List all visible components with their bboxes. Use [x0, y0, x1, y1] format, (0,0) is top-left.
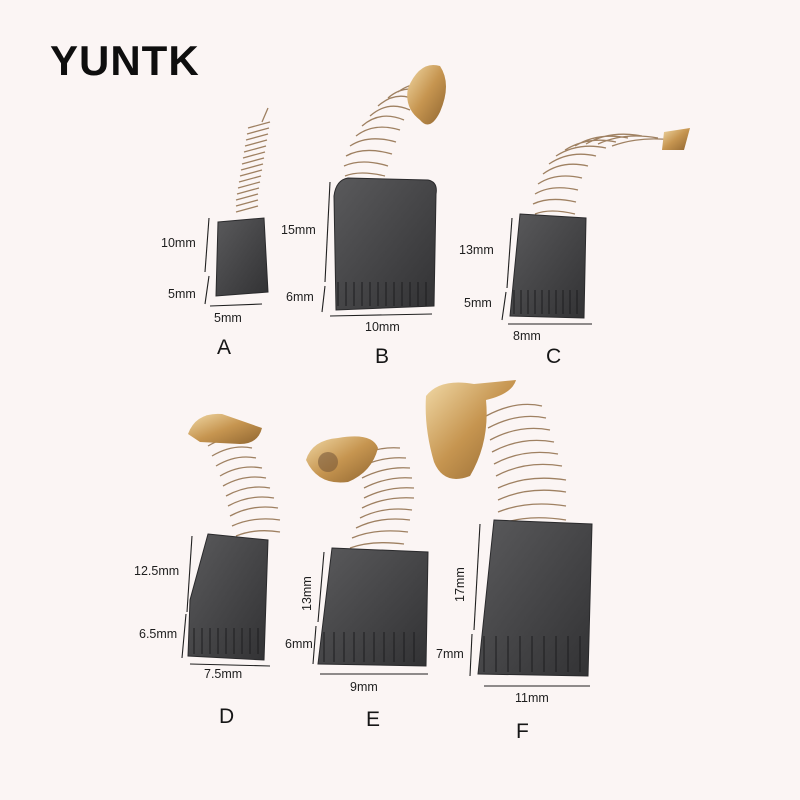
brush-f-block: [477, 519, 593, 677]
brush-b-thickness-label: 6mm: [286, 290, 314, 304]
brush-d-thickness-label: 6.5mm: [139, 627, 178, 641]
brush-e-height-label: 13mm: [300, 576, 314, 611]
brush-e-spring: [349, 447, 415, 549]
brush-c-spring: [532, 133, 673, 215]
brush-e-width-label: 9mm: [350, 680, 378, 694]
brush-c-letter: C: [546, 345, 562, 368]
brush-b-height-label: 15mm: [281, 223, 316, 237]
brush-e-thickness-label: 6mm: [285, 637, 313, 651]
brush-ribs: [193, 282, 581, 672]
brush-a-spring: [235, 107, 271, 213]
brush-c-thickness-label: 5mm: [464, 296, 492, 310]
carbon-blocks: [187, 177, 593, 677]
brush-a-block: [215, 217, 269, 297]
dimension-lines: [181, 181, 592, 687]
brush-f-width-label: 11mm: [515, 691, 549, 705]
brand-logo-text: YUNTK: [50, 37, 200, 84]
brush-b-spring: [343, 83, 433, 177]
brush-a-width-label: 5mm: [214, 311, 242, 325]
brush-b-letter: B: [375, 345, 390, 368]
brush-d-width-label: 7.5mm: [204, 667, 243, 681]
brush-f-thickness-label: 7mm: [436, 647, 464, 661]
brush-e-block: [317, 547, 429, 667]
brush-f-height-label: 17mm: [453, 567, 467, 602]
brass-terminals: [188, 64, 690, 483]
brush-d-spring: [207, 436, 281, 537]
brush-c-width-label: 8mm: [513, 329, 541, 343]
brush-b-block: [333, 177, 437, 311]
brush-b-width-label: 10mm: [365, 320, 400, 334]
brush-a-height-label: 10mm: [161, 236, 196, 250]
brush-a-letter: A: [217, 336, 232, 359]
brush-e-letter: E: [366, 708, 381, 731]
brush-d-height-label: 12.5mm: [134, 564, 180, 578]
brush-c-block: [509, 213, 587, 319]
brush-f-letter: F: [516, 720, 529, 743]
brush-c-height-label: 13mm: [459, 243, 494, 257]
brush-d-letter: D: [219, 705, 235, 728]
brush-f-spring: [485, 403, 567, 525]
brush-a-thickness-label: 5mm: [168, 287, 196, 301]
brush-d-block: [187, 533, 269, 661]
